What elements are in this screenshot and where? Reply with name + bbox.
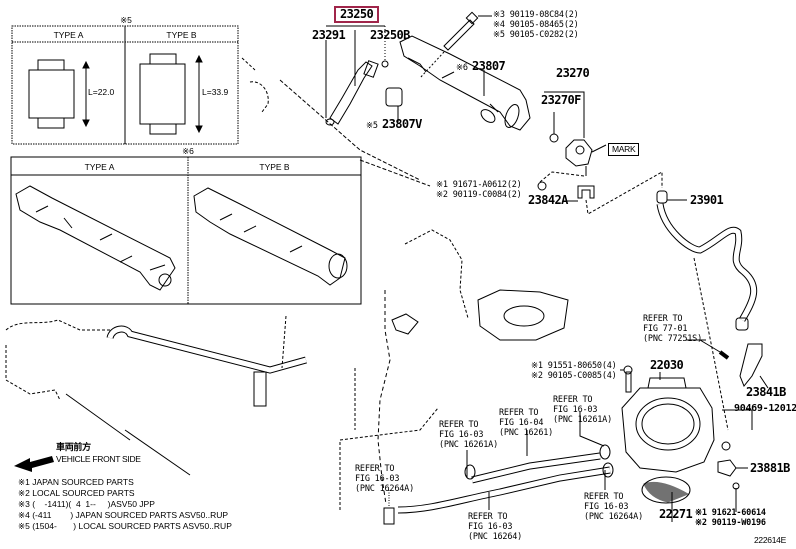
bolt-item[interactable]: ※1 91621-60614	[695, 508, 766, 518]
part-label-23807[interactable]: 23807	[472, 59, 506, 73]
bolt-item[interactable]: ※1 91551-80650(4)	[531, 361, 617, 371]
box6-type-a-header: TYPE A	[84, 162, 115, 172]
legend: ※1 JAPAN SOURCED PARTS ※2 LOCAL SOURCED …	[18, 477, 232, 532]
bolt-group-bottom: ※1 91621-60614 ※2 90119-W0196	[695, 508, 766, 528]
figure-id: 222614E	[754, 535, 786, 545]
box6-type-b-header: TYPE B	[259, 162, 290, 172]
box5-dimension-a: L=22.0	[88, 87, 115, 97]
part-label-23807v[interactable]: 23807V	[382, 117, 422, 131]
box6-frame	[10, 156, 362, 305]
vehicle-front-jp: 車両前方	[56, 442, 91, 452]
bolt-group-mid: ※1 91671-A0612(2) ※2 90119-C0084(2)	[436, 180, 522, 200]
bolt-item[interactable]: ※2 90105-C0085(4)	[531, 371, 617, 381]
vehicle-front-arrow-icon	[14, 456, 54, 472]
part-label-23841b[interactable]: 23841B	[746, 385, 786, 399]
part-label-23881b[interactable]: 23881B	[750, 461, 790, 475]
bolt-group-top: ※3 90119-08C84(2) ※4 90105-08465(2) ※5 9…	[493, 10, 579, 40]
part-label-22030[interactable]: 22030	[650, 358, 684, 372]
box5-type-a-header: TYPE A	[53, 30, 84, 40]
box5-dimension-b: L=33.9	[202, 87, 229, 97]
legend-item: ※4 (-411 ) JAPAN SOURCED PARTS ASV50..RU…	[18, 510, 229, 520]
bolt-item[interactable]: ※2 90119-C0084(2)	[436, 190, 522, 200]
mark-label: MARK	[608, 143, 640, 156]
vehicle-front-en: VEHICLE FRONT SIDE	[56, 454, 141, 464]
bolt-item[interactable]: ※3 90119-08C84(2)	[493, 10, 579, 20]
box5-type-b-header: TYPE B	[166, 30, 197, 40]
legend-item: ※1 JAPAN SOURCED PARTS	[18, 477, 134, 487]
bolt-item[interactable]: ※4 90105-08465(2)	[493, 20, 579, 30]
mark-23807v: ※5	[366, 121, 378, 131]
part-label-23842a[interactable]: 23842A	[528, 193, 568, 207]
bolt-group-throttle: ※1 91551-80650(4) ※2 90105-C0085(4)	[531, 361, 617, 381]
bolt-item[interactable]: ※5 90105-C0282(2)	[493, 30, 579, 40]
legend-item: ※3 ( -1411)( 4 1-- )ASV50 JPP	[18, 499, 155, 509]
part-label-22271[interactable]: 22271	[659, 507, 693, 521]
part-label-90469[interactable]: 90469-12012	[734, 403, 796, 414]
bolt-item[interactable]: ※2 90119-W0196	[695, 518, 766, 528]
box6-title: ※6	[182, 146, 194, 156]
bolt-item[interactable]: ※1 91671-A0612(2)	[436, 180, 522, 190]
part-label-23901[interactable]: 23901	[690, 193, 724, 207]
legend-item: ※2 LOCAL SOURCED PARTS	[18, 488, 135, 498]
part-label-23270f[interactable]: 23270F	[541, 93, 581, 107]
mark-23807: ※6	[456, 63, 468, 73]
part-label-23250b[interactable]: 23250B	[370, 28, 410, 42]
part-label-23291[interactable]: 23291	[312, 28, 346, 42]
legend-item: ※5 (1504- ) LOCAL SOURCED PARTS ASV50..R…	[18, 521, 232, 531]
box5-title: ※5	[120, 15, 132, 25]
highlighted-part-number[interactable]: 23250	[334, 6, 380, 23]
part-label-23270[interactable]: 23270	[556, 66, 590, 80]
